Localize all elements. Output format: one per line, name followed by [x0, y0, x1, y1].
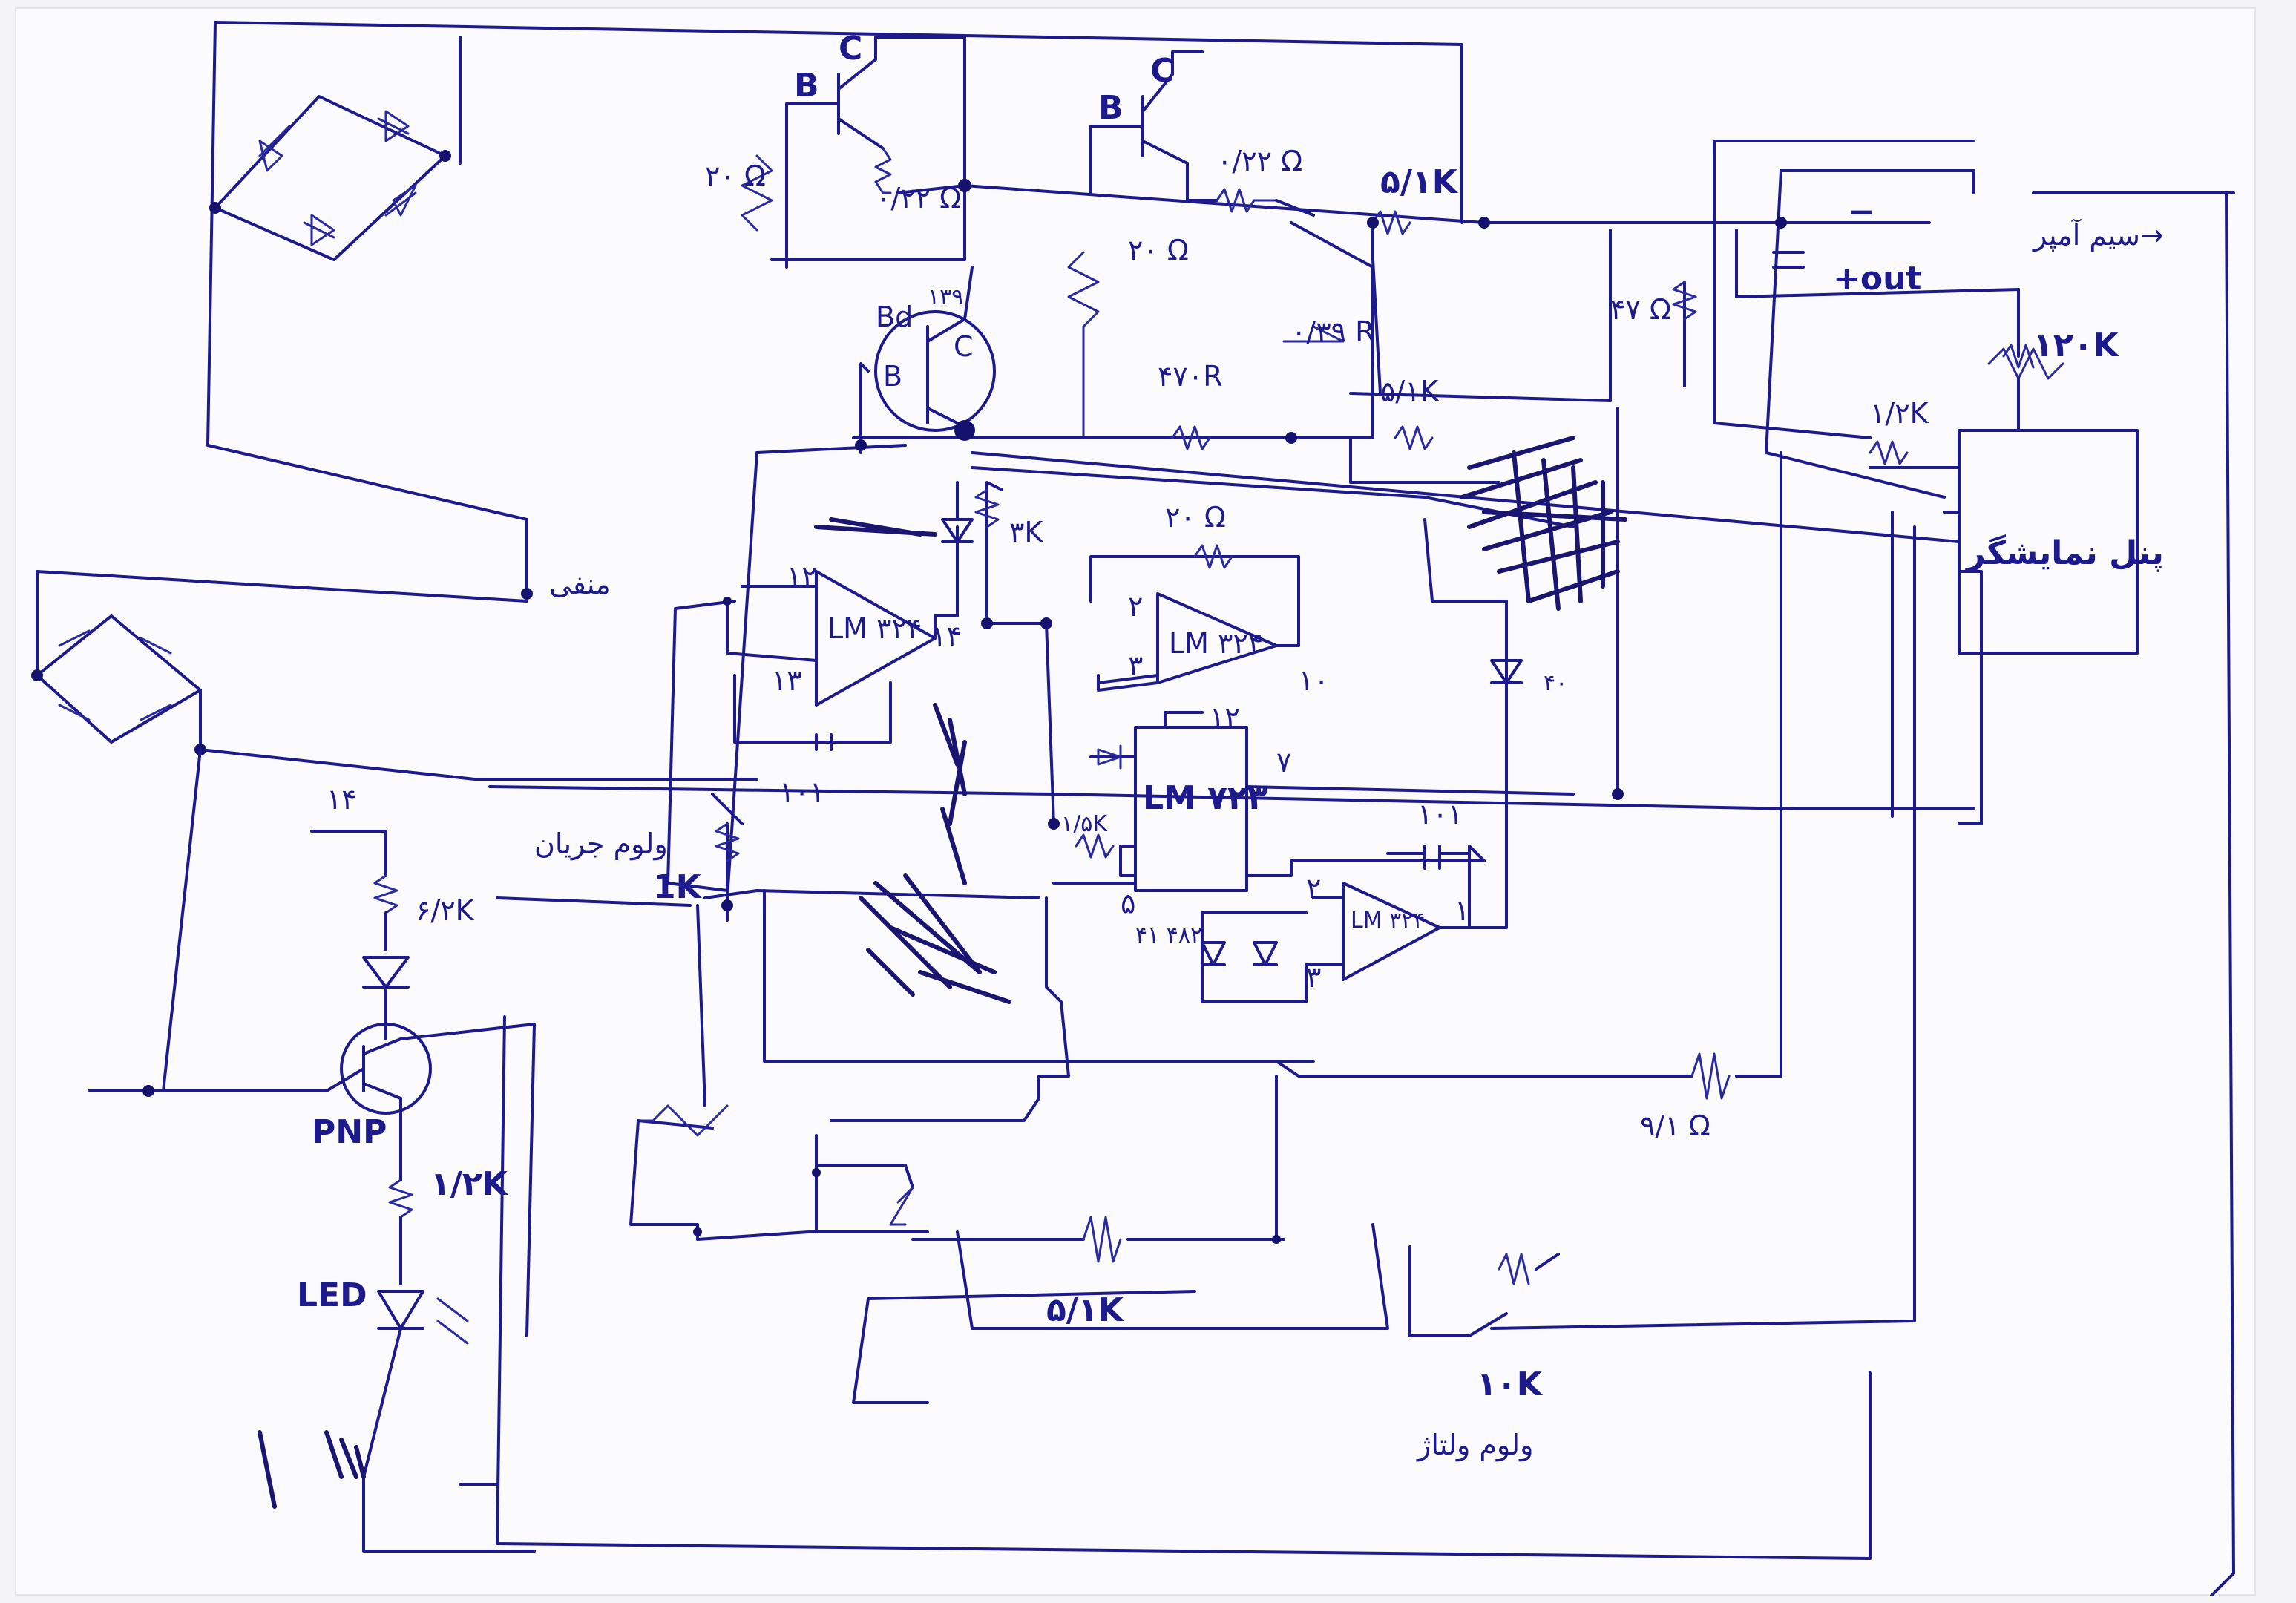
resistor-label: ۵/۱K — [1046, 1291, 1125, 1329]
pin-label: ۱۲ — [1210, 701, 1240, 734]
transistor-pin-label: B — [794, 67, 819, 105]
ic-lm723 — [1052, 711, 1575, 929]
power-transistor-2 — [1089, 50, 1411, 235]
led-indicator-branch — [88, 748, 536, 1553]
resistor-label: ۲۰ Ω — [1165, 501, 1226, 534]
resistor-label: ۰/۲۲ Ω — [876, 182, 961, 214]
ic-label: LM ۳۲۴ — [1351, 908, 1425, 934]
transistor-pin-label: C — [954, 330, 974, 363]
resistor-label: ۴۷ Ω — [1610, 293, 1671, 326]
resistor-label: ۱/۲K — [430, 1165, 509, 1203]
transistor-pin-label: Bd — [876, 301, 913, 333]
display-box-label: پنل نمایشگر — [1965, 534, 2164, 572]
transistor-pin-label: B — [1098, 89, 1124, 127]
resistor-label: ۲۰ Ω — [705, 160, 766, 192]
bridge-rectifier-left — [31, 570, 758, 781]
power-transistor-1 — [741, 36, 966, 269]
display-panel — [1869, 288, 2139, 1196]
scribbled-out-area-lower — [859, 703, 1011, 1004]
led-label: LED — [297, 1276, 367, 1314]
neg-terminal-label: منفی — [549, 568, 611, 600]
ic-label: LM ۳۲۴ — [827, 612, 922, 645]
lower-middle-wires — [488, 451, 1975, 1337]
current-pot-caption: ولوم جریان — [534, 827, 668, 861]
diode-label: ۴۰ — [1544, 670, 1567, 696]
resistor-label: ۵/۱K — [1380, 375, 1440, 407]
ic-label: LM ۷۲۳ — [1143, 779, 1267, 817]
pin-label: ۲ — [1128, 590, 1143, 623]
resistor-label: ۲۰ Ω — [1128, 234, 1189, 266]
resistor-label: ۱/۲K — [1870, 397, 1929, 430]
transistor-pin-label: C — [1150, 52, 1174, 90]
schematic-sheet: منفی − +out سیم آمپر→ پنل نمایشگر ولوم ج… — [15, 7, 2256, 1596]
voltage-pot-value: ۱۰K — [1477, 1366, 1544, 1403]
pin-label: ۱ — [1454, 894, 1469, 927]
resistor-label: ۰/۲۲ Ω — [1217, 145, 1302, 177]
transistor-pin-label: ۱۳۹ — [928, 284, 963, 310]
pin-label: ۳ — [1128, 649, 1143, 682]
opamp-lm324-left — [666, 481, 974, 892]
pin-label: ۱۴ — [327, 783, 357, 816]
labels: منفی − +out سیم آمپر→ پنل نمایشگر ولوم ج… — [297, 30, 2164, 1462]
ic-label: LM ۳۲۴ — [1169, 627, 1263, 660]
transistor-pin-label: C — [839, 30, 862, 68]
resistor-label: ۴۷۰R — [1158, 360, 1223, 393]
capacitor-label: ۱۰۱ — [1417, 798, 1463, 830]
pin-label: ۳ — [1306, 961, 1321, 994]
resistor-label: ۰/۳۹ R — [1291, 315, 1375, 348]
right-side-resistors — [1423, 344, 2035, 929]
out-minus-label: − — [1848, 193, 1875, 231]
resistor-label: ۱/۵K — [1061, 811, 1108, 837]
pin-label: ۷ — [1276, 746, 1291, 778]
voltage-pot-caption: ولوم ولتاژ — [1416, 1429, 1534, 1462]
main-wires — [206, 21, 2235, 1596]
current-pot-value: 1K — [653, 868, 703, 906]
transistor-pin-label: B — [883, 360, 902, 393]
pin-label: ۱۳ — [772, 664, 802, 697]
pin-label: ۱۲ — [787, 560, 817, 593]
opamp-lm324-bottom — [1201, 778, 1508, 1003]
resistor-label: ۱۲۰K — [2033, 327, 2120, 364]
ammeter-wire-label: سیم آمپر→ — [2032, 218, 2164, 252]
zener-label: ۴۱ ۴۸۲ — [1135, 922, 1202, 948]
pin-label: ۵ — [1121, 887, 1135, 919]
upper-middle-wires — [726, 140, 2020, 899]
bridge-rectifier-top — [209, 95, 451, 261]
out-plus-label: +out — [1833, 260, 1921, 298]
capacitor-label: ۱۰۱ — [779, 776, 824, 808]
driver-transistor-bd139 — [859, 251, 1100, 454]
pin-label: ۱۴ — [931, 620, 962, 652]
resistor-label: ۶/۲K — [416, 894, 475, 927]
scribbled-out-area-upper — [1460, 436, 1627, 611]
resistor-label: ۳K — [1009, 516, 1043, 548]
pin-label: ۱۰ — [1299, 664, 1329, 697]
resistor-label: ۵/۱K — [1380, 163, 1459, 201]
circuit-schematic: منفی − +out سیم آمپر→ پنل نمایشگر ولوم ج… — [31, 21, 2235, 1596]
resistor-label: ۹/۱ Ω — [1640, 1109, 1710, 1142]
pnp-label: PNP — [312, 1113, 387, 1151]
junction-dots — [521, 179, 1787, 1244]
pin-label: ۲ — [1306, 872, 1321, 905]
